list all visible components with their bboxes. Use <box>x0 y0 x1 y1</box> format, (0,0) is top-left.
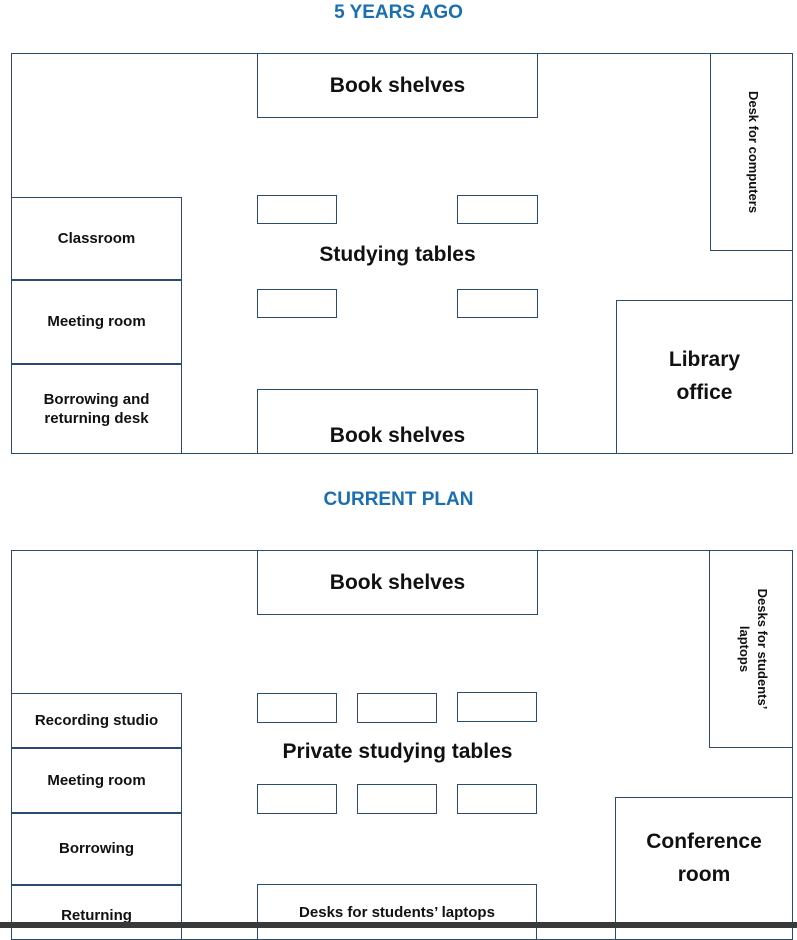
past-classroom: Classroom <box>11 197 182 280</box>
current-private-table <box>457 784 537 814</box>
past-book-shelves-top: Book shelves <box>257 53 538 118</box>
current-desks-for-laptops-side <box>709 550 793 748</box>
past-book-shelves-top-label: Book shelves <box>329 73 466 97</box>
past-desk-for-computers <box>710 53 793 251</box>
current-returning: Returning <box>11 885 182 940</box>
current-private-table <box>257 693 337 723</box>
current-desks-for-laptops-bottom: Desks for students’ laptops <box>257 884 537 940</box>
current-private-table <box>257 784 337 814</box>
current-private-table <box>357 784 437 814</box>
past-borrowing-returning-desk: Borrowing and returning desk <box>11 364 182 454</box>
current-returning-label: Returning <box>61 907 132 925</box>
current-recording-studio-label: Recording studio <box>34 711 159 729</box>
current-borrowing: Borrowing <box>11 813 182 885</box>
current-private-studying-tables-label: Private studying tables <box>282 740 513 764</box>
current-book-shelves-label: Book shelves <box>329 570 466 594</box>
past-meeting-room: Meeting room <box>11 280 182 364</box>
current-borrowing-label: Borrowing <box>59 840 134 858</box>
past-borrowing-returning-desk-label: Borrowing and returning desk <box>43 390 150 428</box>
past-studying-table <box>457 289 538 318</box>
bottom-edge-bar <box>0 922 797 928</box>
past-studying-table <box>257 289 337 318</box>
past-book-shelves-bottom-label: Book shelves <box>329 423 466 447</box>
current-plan-title: CURRENT PLAN <box>323 489 474 510</box>
past-classroom-label: Classroom <box>57 229 136 247</box>
past-studying-table <box>457 195 538 224</box>
past-studying-tables-label: Studying tables <box>319 243 476 267</box>
current-book-shelves: Book shelves <box>257 550 538 615</box>
past-plan-title: 5 YEARS AGO <box>334 2 463 23</box>
past-book-shelves-bottom: Book shelves <box>257 389 538 454</box>
current-private-table <box>457 692 537 722</box>
current-recording-studio: Recording studio <box>11 693 182 748</box>
current-desks-for-laptops-bottom-label: Desks for students’ laptops <box>299 904 495 922</box>
current-meeting-room: Meeting room <box>11 748 182 813</box>
current-private-table <box>357 693 437 723</box>
current-desks-for-laptops-side-label: Desks for students’ laptops <box>737 588 770 710</box>
past-studying-table <box>257 195 337 224</box>
current-conference-room-label: Conference room <box>646 830 762 886</box>
past-desk-for-computers-label: Desk for computers <box>746 90 761 214</box>
past-meeting-room-label: Meeting room <box>47 313 146 331</box>
past-library-office: Library office <box>616 300 793 454</box>
current-conference-room: Conference room <box>615 797 793 940</box>
past-library-office-label: Library office <box>668 348 741 404</box>
current-meeting-room-label: Meeting room <box>47 771 146 789</box>
